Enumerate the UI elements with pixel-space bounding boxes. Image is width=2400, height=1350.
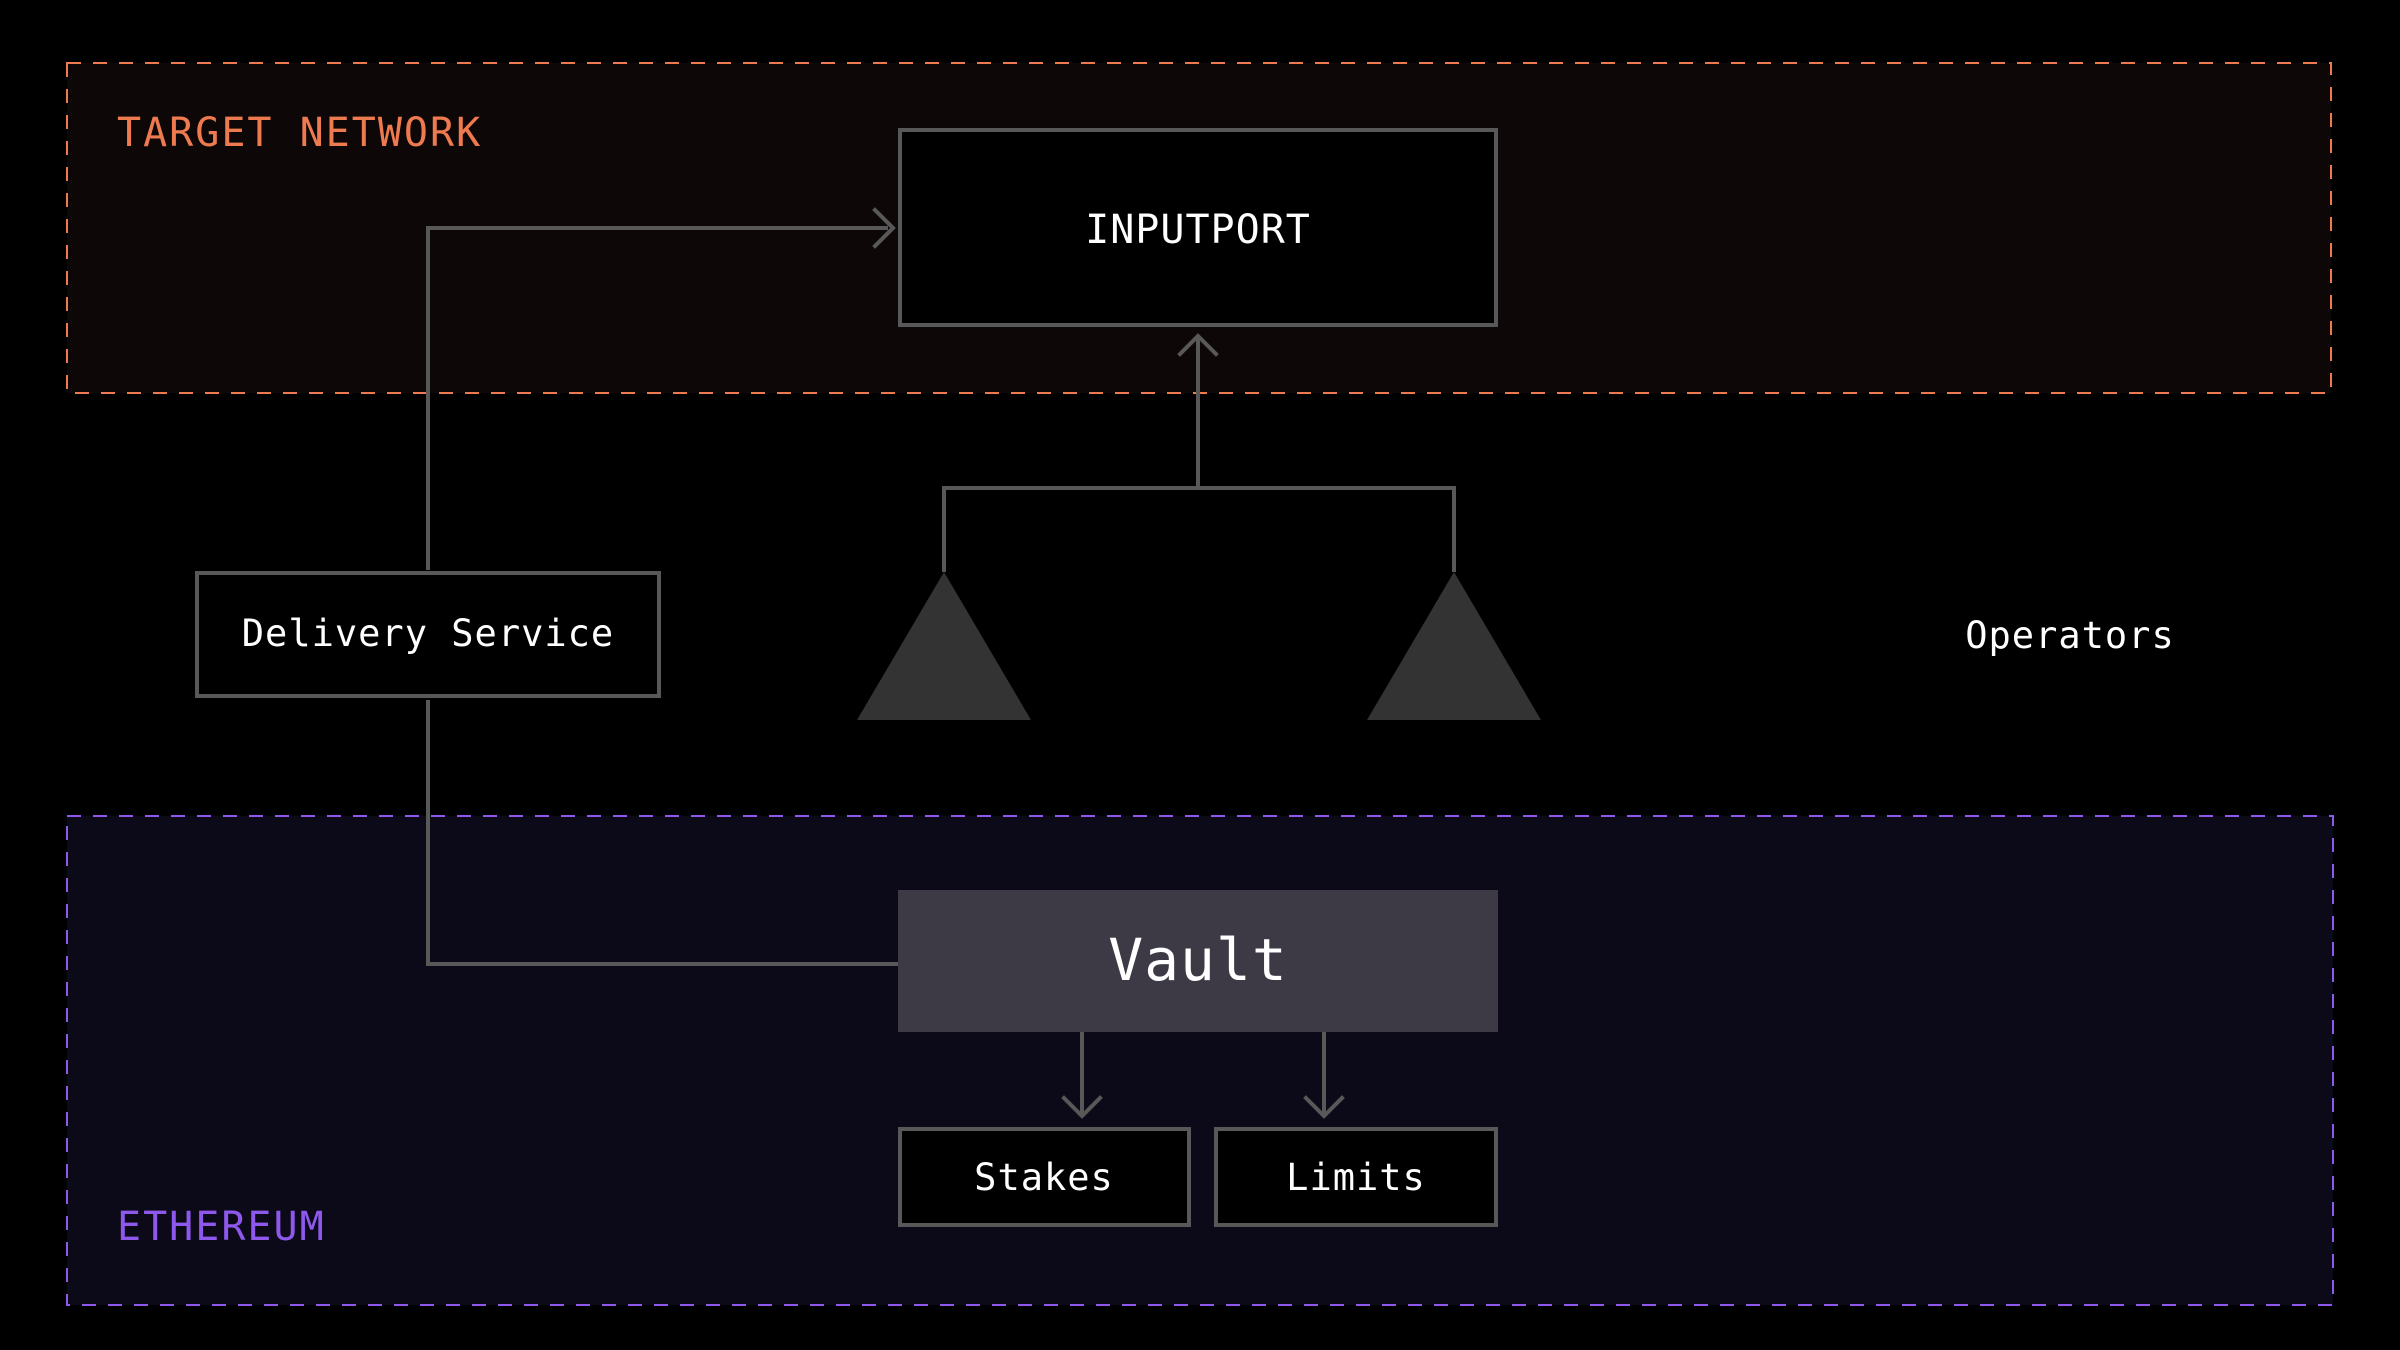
ethereum-label: ETHEREUM: [117, 1204, 326, 1250]
inputport-label: INPUTPORT: [1085, 207, 1311, 253]
inputport-box: [898, 128, 1498, 327]
edge-delivery-to-inputport: [426, 226, 888, 570]
arrowhead-down-icon: [1061, 1095, 1103, 1119]
ethereum-border: [66, 815, 2334, 1306]
stakes-node: Stakes: [898, 1127, 1191, 1227]
stakes-label: Stakes: [974, 1156, 1114, 1199]
operators-group: Operators: [857, 572, 2174, 720]
operators-label: Operators: [1965, 614, 2174, 657]
arrowhead-down-icon: [1303, 1095, 1345, 1119]
arrowhead-up-icon: [1177, 333, 1219, 357]
delivery-service-node: Delivery Service: [195, 571, 661, 698]
vault-node: Vault: [898, 890, 1498, 1032]
vault-label: Vault: [1108, 926, 1288, 994]
operator-triangle-icon: [857, 572, 1031, 720]
limits-node: Limits: [1214, 1127, 1498, 1227]
vault-box: [898, 890, 1498, 1032]
edge-operators-join: [942, 486, 1456, 572]
arrowhead-right-icon: [872, 207, 896, 249]
ethereum-region: ETHEREUM: [66, 815, 2334, 1306]
delivery-service-box: [195, 571, 661, 698]
delivery-service-label: Delivery Service: [242, 612, 614, 655]
stakes-box: [898, 1127, 1191, 1227]
limits-box: [1214, 1127, 1498, 1227]
inputport-node: INPUTPORT: [898, 128, 1498, 327]
limits-label: Limits: [1286, 1156, 1426, 1199]
target-network-label: TARGET NETWORK: [117, 110, 482, 156]
operator-triangle-icon: [1367, 572, 1541, 720]
edge-vault-to-delivery: [426, 700, 900, 966]
edges: [426, 207, 1456, 1119]
